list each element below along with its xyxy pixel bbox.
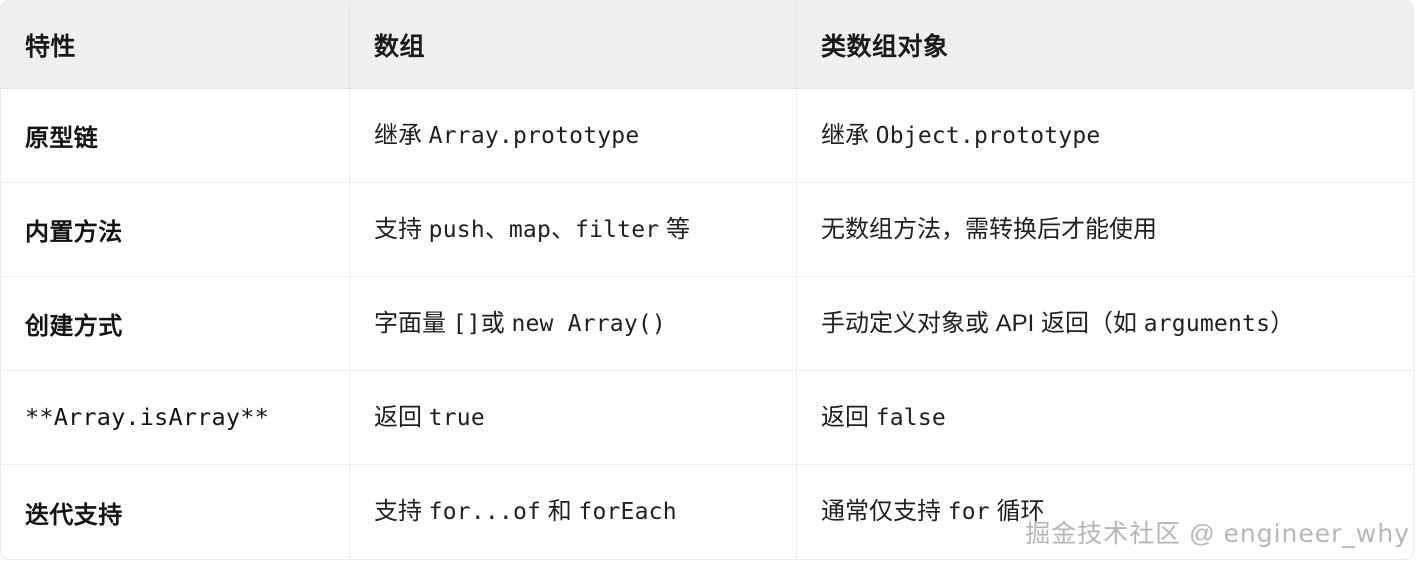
code-segment: Array.prototype xyxy=(428,122,640,149)
text-segment: 返回 xyxy=(821,403,876,431)
column-header-array: 数组 xyxy=(350,1,797,89)
row-array-like-value: 返回 false xyxy=(797,371,1413,465)
row-feature-label: 原型链 xyxy=(1,89,350,183)
table-header: 特性 数组 类数组对象 xyxy=(1,1,1413,89)
row-array-like-value: 手动定义对象或 API 返回（如 arguments） xyxy=(797,277,1413,371)
code-segment: for xyxy=(947,499,990,525)
text-segment: 和 xyxy=(541,498,579,525)
row-feature-label: 迭代支持 xyxy=(1,465,350,559)
text-segment: 支持 xyxy=(374,498,429,525)
text-segment: 继承 xyxy=(374,121,429,149)
text-segment: 等 xyxy=(659,215,690,243)
table-row: 原型链 继承 Array.prototype 继承 Object.prototy… xyxy=(1,89,1413,183)
column-header-array-like: 类数组对象 xyxy=(797,1,1413,89)
code-segment: arguments xyxy=(1143,310,1271,337)
table-row: 内置方法 支持 push、map、filter 等 无数组方法，需转换后才能使用 xyxy=(1,183,1413,277)
table-body: 原型链 继承 Array.prototype 继承 Object.prototy… xyxy=(1,89,1413,559)
row-feature-label: **Array.isArray** xyxy=(1,371,350,465)
row-array-value: 支持 push、map、filter 等 xyxy=(350,183,797,277)
code-segment: new Array() xyxy=(511,310,666,337)
code-segment: false xyxy=(875,404,946,431)
code-segment: map xyxy=(508,216,552,243)
table-row: **Array.isArray** 返回 true 返回 false xyxy=(1,371,1413,465)
text-segment: 字面量 xyxy=(374,309,453,337)
row-array-value: 字面量 []或 new Array() xyxy=(350,277,797,371)
text-segment: 通常仅支持 xyxy=(821,498,948,525)
text-segment: 返回 xyxy=(374,403,429,431)
row-array-like-value: 继承 Object.prototype xyxy=(797,89,1413,183)
code-segment: push xyxy=(428,216,485,243)
code-segment: [] xyxy=(452,310,481,337)
text-segment: 或 xyxy=(480,309,512,337)
table-row: 创建方式 字面量 []或 new Array() 手动定义对象或 API 返回（… xyxy=(1,277,1413,371)
row-feature-label: 创建方式 xyxy=(1,277,350,371)
table-header-row: 特性 数组 类数组对象 xyxy=(1,1,1413,89)
code-segment: for...of xyxy=(428,499,542,525)
text-segment: 、 xyxy=(551,215,576,243)
row-array-value: 支持 for...of 和 forEach xyxy=(350,465,797,559)
text-segment: 支持 xyxy=(374,215,429,243)
row-array-value: 继承 Array.prototype xyxy=(350,89,797,183)
text-segment: 继承 xyxy=(821,121,876,149)
code-segment: forEach xyxy=(578,499,677,525)
row-array-like-value: 通常仅支持 for 循环 xyxy=(797,465,1413,559)
text-segment: 无数组方法，需转换后才能使用 xyxy=(821,215,1157,243)
table-row: 迭代支持 支持 for...of 和 forEach 通常仅支持 for 循环 xyxy=(1,465,1413,559)
code-segment: filter xyxy=(575,216,660,243)
code-segment: **Array.isArray** xyxy=(25,403,269,431)
text-segment: 循环 xyxy=(989,498,1045,525)
row-array-value: 返回 true xyxy=(350,371,797,465)
code-segment: true xyxy=(428,404,485,431)
text-segment: 手动定义对象或 API 返回（如 xyxy=(821,309,1144,337)
row-array-like-value: 无数组方法，需转换后才能使用 xyxy=(797,183,1413,277)
text-segment: ） xyxy=(1270,309,1295,337)
code-segment: Object.prototype xyxy=(875,122,1101,149)
column-header-feature: 特性 xyxy=(1,1,350,89)
row-feature-label: 内置方法 xyxy=(1,183,350,277)
text-segment: 、 xyxy=(484,215,509,243)
